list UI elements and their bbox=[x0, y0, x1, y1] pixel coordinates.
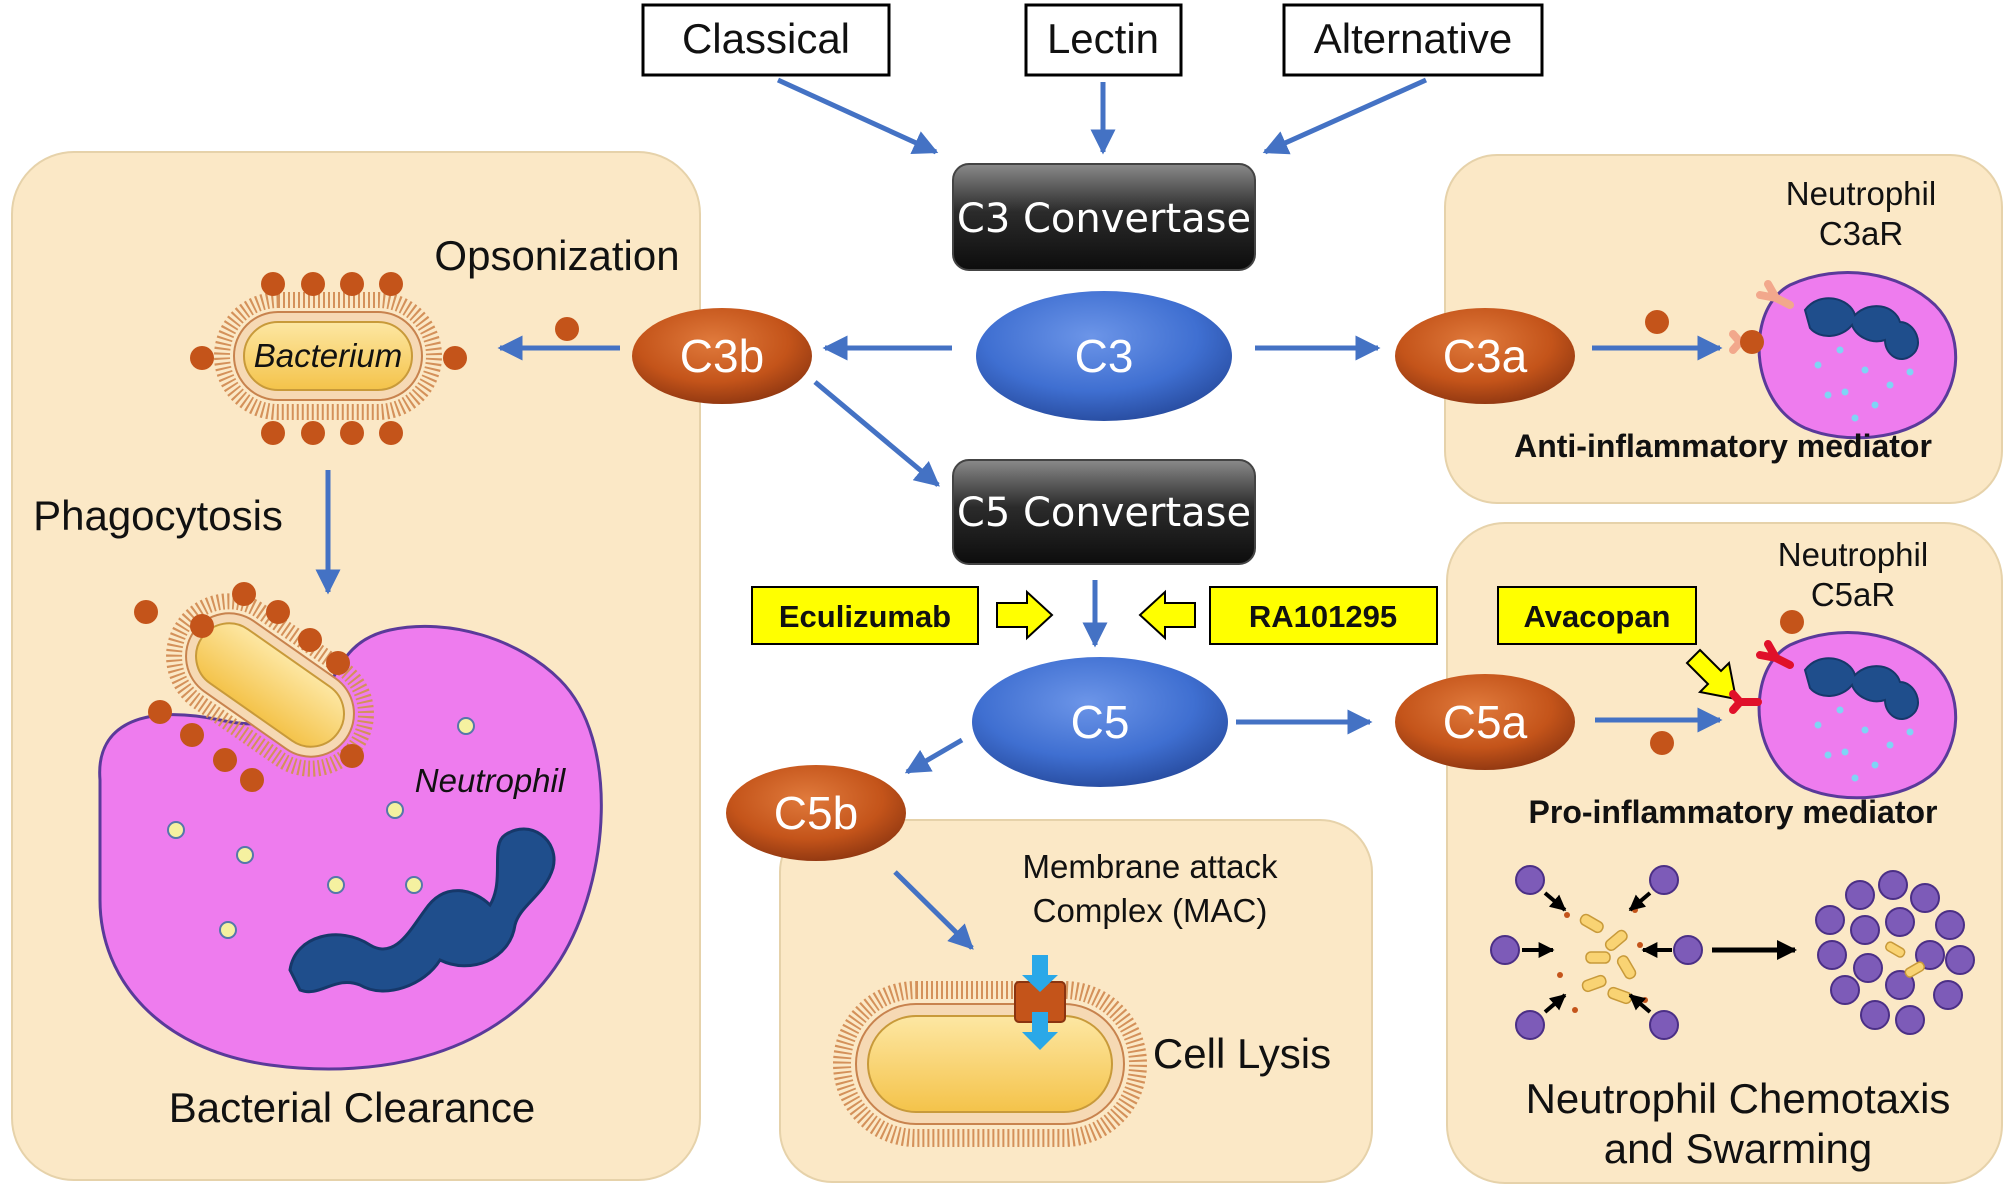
c3b-fragment-dot bbox=[555, 317, 579, 341]
c3a-neutrophil-label: Neutrophil bbox=[1786, 175, 1936, 212]
c5a-oval: C5a bbox=[1395, 674, 1575, 770]
c3a-bound-dot bbox=[1740, 330, 1764, 354]
eculizumab-arrow bbox=[996, 589, 1054, 641]
c3a-oval: C3a bbox=[1395, 308, 1575, 404]
c5a-fragment-dot bbox=[1650, 731, 1674, 755]
ra101295-box: RA101295 bbox=[1209, 586, 1438, 645]
c3b-to-c5-convertase-arrow bbox=[813, 380, 940, 487]
engulfed-opsonin-dots bbox=[134, 582, 364, 792]
alternative-label: Alternative bbox=[1314, 15, 1512, 62]
mac-pore bbox=[1014, 955, 1066, 1050]
classical-pathway-box: Classical bbox=[641, 3, 891, 77]
c3-convertase-box: C3 Convertase bbox=[952, 163, 1256, 271]
eculizumab-label: Eculizumab bbox=[779, 599, 951, 634]
cell-lysis-label: Cell Lysis bbox=[1153, 1030, 1331, 1077]
mac-label-line1: Membrane attack bbox=[1023, 848, 1278, 885]
c3a-fragment-dot bbox=[1645, 310, 1669, 334]
c3a-neutrophil-cell bbox=[1757, 271, 1958, 440]
c5b-label: C5b bbox=[774, 787, 858, 839]
c5b-oval: C5b bbox=[726, 765, 906, 861]
c5a-label: C5a bbox=[1443, 696, 1528, 748]
c5b-to-mac-arrow bbox=[893, 870, 974, 950]
c3-oval: C3 bbox=[976, 291, 1232, 421]
c3ar-label: C3aR bbox=[1819, 215, 1903, 252]
ra101295-label: RA101295 bbox=[1249, 599, 1397, 634]
c3b-oval: C3b bbox=[632, 308, 812, 404]
ra101295-arrow bbox=[1138, 589, 1196, 641]
anti-inflammatory-label: Anti-inflammatory mediator bbox=[1514, 428, 1932, 464]
c5a-neutrophil-cell bbox=[1757, 631, 1958, 800]
avacopan-box: Avacopan bbox=[1497, 586, 1697, 645]
opsonized-bacterium: Bacterium bbox=[190, 272, 467, 445]
lectin-label: Lectin bbox=[1047, 15, 1159, 62]
alternative-arrow bbox=[1262, 77, 1428, 155]
c5-label: C5 bbox=[1071, 696, 1130, 748]
chemotaxis-label-line1: Neutrophil Chemotaxis bbox=[1526, 1075, 1951, 1122]
lectin-pathway-box: Lectin bbox=[1024, 3, 1183, 77]
c5-convertase-label: C5 Convertase bbox=[957, 490, 1251, 536]
c3b-label: C3b bbox=[680, 330, 764, 382]
avacopan-label: Avacopan bbox=[1523, 599, 1670, 634]
chemotaxis-illustration bbox=[1490, 865, 1975, 1040]
opsonization-label: Opsonization bbox=[434, 232, 679, 279]
neutrophil-label: Neutrophil bbox=[415, 762, 567, 799]
phagocytosis-label: Phagocytosis bbox=[33, 492, 283, 539]
c5ar-label: C5aR bbox=[1811, 576, 1895, 613]
c5ar-receptor bbox=[1729, 640, 1794, 714]
c3-convertase-label: C3 Convertase bbox=[957, 196, 1251, 242]
c5-oval: C5 bbox=[972, 657, 1228, 787]
avacopan-arrow bbox=[1685, 648, 1738, 701]
eculizumab-box: Eculizumab bbox=[751, 586, 979, 645]
engulfing-neutrophil: Neutrophil bbox=[98, 624, 603, 1071]
bacterium-label: Bacterium bbox=[254, 337, 403, 374]
c5-convertase-box: C5 Convertase bbox=[952, 459, 1256, 565]
c5-to-c5b-arrow bbox=[904, 737, 964, 775]
c3a-label: C3a bbox=[1443, 330, 1528, 382]
mac-label-line2: Complex (MAC) bbox=[1033, 892, 1268, 929]
c5a-bound-dot bbox=[1780, 610, 1804, 634]
alternative-pathway-box: Alternative bbox=[1282, 3, 1544, 77]
pro-inflammatory-label: Pro-inflammatory mediator bbox=[1529, 794, 1938, 830]
classical-label: Classical bbox=[682, 15, 850, 62]
c3-label: C3 bbox=[1075, 330, 1134, 382]
classical-arrow bbox=[776, 77, 939, 155]
lysing-bacterium bbox=[833, 981, 1147, 1147]
bacterial-clearance-label: Bacterial Clearance bbox=[169, 1084, 536, 1131]
c5a-neutrophil-label: Neutrophil bbox=[1778, 536, 1928, 573]
chemotaxis-label-line2: and Swarming bbox=[1604, 1125, 1872, 1172]
